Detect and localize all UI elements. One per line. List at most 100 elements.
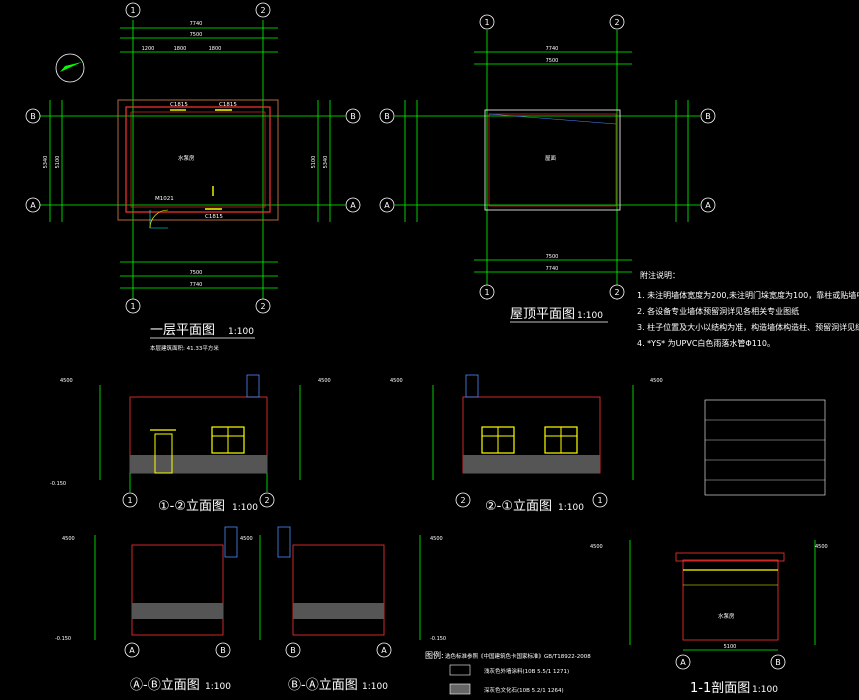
sec-axis-B: B	[775, 658, 781, 667]
roof-label: 屋面	[545, 155, 557, 162]
legend-item-2: 深灰色文化石(10B 5.2/1 1264)	[484, 686, 564, 694]
axis-B-left: B	[30, 112, 36, 121]
dim-bottom-total: 7740	[190, 282, 203, 288]
dim-right-mid: 5100	[311, 156, 317, 169]
elevab-title: Ⓐ-Ⓑ立面图	[130, 678, 200, 693]
roof-axis-2-bottom: 2	[614, 288, 619, 297]
axis-A-left: A	[30, 201, 36, 210]
roof-axis-1-top: 1	[484, 18, 489, 27]
note-3: 3. 柱子位置及大小以结构为准，构造墙体构造柱、预留洞详见结构说明。	[637, 322, 859, 332]
roof-dim-mid: 7500	[546, 58, 559, 64]
dim-top-a: 1800	[174, 46, 187, 52]
sec-width: 5100	[724, 644, 737, 650]
elev12-low: -0.150	[50, 481, 66, 487]
elevation-1-2: 4500 4500 -0.150 1 2 ①-②立面图 1:100	[50, 374, 331, 514]
label-win2: C1815	[219, 102, 237, 108]
axis-1-top: 1	[130, 6, 135, 15]
elev12-axis-1: 1	[127, 496, 132, 505]
roof-plan: 7740 7500 7500 7740 屋面 1 2 1 2 B A B A 屋…	[379, 14, 716, 323]
elevab-axis-A: A	[129, 646, 135, 655]
section-layer-table	[704, 399, 826, 496]
axis-2-bottom: 2	[260, 302, 265, 311]
elevba-low: -0.150	[430, 636, 446, 642]
elev12-title: ①-②立面图	[158, 499, 225, 514]
sec-top-r: 4500	[815, 544, 828, 550]
note-1: 1. 未注明墙体宽度为200,未注明门垛宽度为100，靠柱或贴墙中。	[637, 290, 859, 300]
dim-top-mid: 7500	[190, 32, 203, 38]
sec-axis-A: A	[680, 658, 686, 667]
elev12-axis-2: 2	[264, 496, 269, 505]
elevba-title: Ⓑ-Ⓐ立面图	[288, 678, 358, 693]
dim-top-left: 1200	[142, 46, 155, 52]
legend-item-1: 浅灰色外墙涂料(10B 5.5/1 1271)	[484, 667, 569, 675]
dim-top-total: 7740	[190, 21, 203, 27]
elevab-top: 4500	[62, 536, 75, 542]
label-room: 水泵房	[178, 154, 195, 162]
elevba-axis-B: B	[290, 646, 296, 655]
axis-2-top: 2	[260, 6, 265, 15]
roof-axis-B-right: B	[705, 112, 711, 121]
roof-axis-A-right: A	[705, 201, 711, 210]
roof-dim-mid-b: 7500	[546, 254, 559, 260]
note-2: 2. 各设备专业墙体预留洞详见各相关专业图纸	[637, 306, 799, 316]
roof-outline	[484, 109, 621, 211]
elevba-axis-A: A	[381, 646, 387, 655]
stone-base	[130, 455, 267, 473]
elevation-a-b: 4500 4500 -0.150 A B Ⓐ-Ⓑ立面图 1:100	[55, 526, 261, 693]
section-scale: 1:100	[752, 685, 778, 695]
floor-plan: 7740 7500 1200 1800 1800 7740 7500 5340 …	[25, 2, 361, 352]
section-room: 水泵房	[718, 612, 735, 620]
elevab-top-r: 4500	[240, 536, 253, 542]
dim-top-b: 1800	[209, 46, 222, 52]
axis-1-bottom: 1	[130, 302, 135, 311]
label-win3: C1815	[205, 214, 223, 220]
elev21-top: 4500	[390, 378, 403, 384]
floor-area: 本层建筑面积: 41.33平方米	[150, 344, 219, 352]
elev12-door	[154, 433, 173, 474]
roof-axis-A-left: A	[384, 201, 390, 210]
roof-plan-title: 屋顶平面图	[510, 307, 575, 322]
section-1-1: 水泵房 4500 4500 5100 A B 1-1剖面图 1:100	[590, 399, 828, 696]
label-door: M1021	[155, 196, 174, 202]
floor-plan-walls	[125, 106, 271, 213]
legend: 图例: 选色标准参照《中国建筑色卡国家标准》GB/T18922-2008 浅灰色…	[425, 650, 591, 695]
elev12-scale: 1:100	[232, 503, 258, 513]
note-4: 4. *YS* 为UPVC白色雨落水管Φ110。	[637, 338, 775, 348]
elev21-axis-2: 2	[460, 496, 465, 505]
elevba-top: 4500	[430, 536, 443, 542]
section-title: 1-1剖面图	[690, 681, 750, 696]
dim-left-total: 5340	[43, 156, 49, 169]
legend-heading: 图例:	[425, 650, 444, 660]
elev21-scale: 1:100	[558, 503, 584, 513]
elev12-top-r: 4500	[318, 378, 331, 384]
label-win1: C1815	[170, 102, 188, 108]
elevba-scale: 1:100	[362, 682, 388, 692]
elev12-top: 4500	[60, 378, 73, 384]
roof-plan-scale: 1:100	[577, 311, 603, 321]
elev21-title: ②-①立面图	[485, 499, 552, 514]
elevab-axis-B: B	[220, 646, 226, 655]
legend-swatch-2	[449, 683, 471, 695]
floor-plan-scale: 1:100	[228, 327, 254, 337]
roof-axis-1-bottom: 1	[484, 288, 489, 297]
dim-left-mid: 5100	[55, 156, 61, 169]
elevab-low: -0.150	[55, 636, 71, 642]
elevab-scale: 1:100	[205, 682, 231, 692]
axis-A-right: A	[350, 201, 356, 210]
legend-swatch-1	[449, 664, 471, 676]
roof-dim-total: 7740	[546, 46, 559, 52]
notes-block: 附注说明： 1. 未注明墙体宽度为200,未注明门垛宽度为100，靠柱或贴墙中。…	[637, 270, 859, 348]
elev21-top-r: 4500	[650, 378, 663, 384]
elev21-axis-1: 1	[597, 496, 602, 505]
floor-plan-title: 一层平面图	[150, 323, 215, 338]
legend-text: 选色标准参照《中国建筑色卡国家标准》GB/T18922-2008	[445, 652, 591, 660]
elevation-b-a: 4500 -0.150 B A Ⓑ-Ⓐ立面图 1:100	[277, 526, 446, 693]
north-arrow-icon	[55, 53, 85, 83]
dim-right-total: 5340	[323, 156, 329, 169]
roof-dim-total-b: 7740	[546, 266, 559, 272]
roof-axis-2-top: 2	[614, 18, 619, 27]
axis-B-right: B	[350, 112, 356, 121]
roof-axis-B-left: B	[384, 112, 390, 121]
